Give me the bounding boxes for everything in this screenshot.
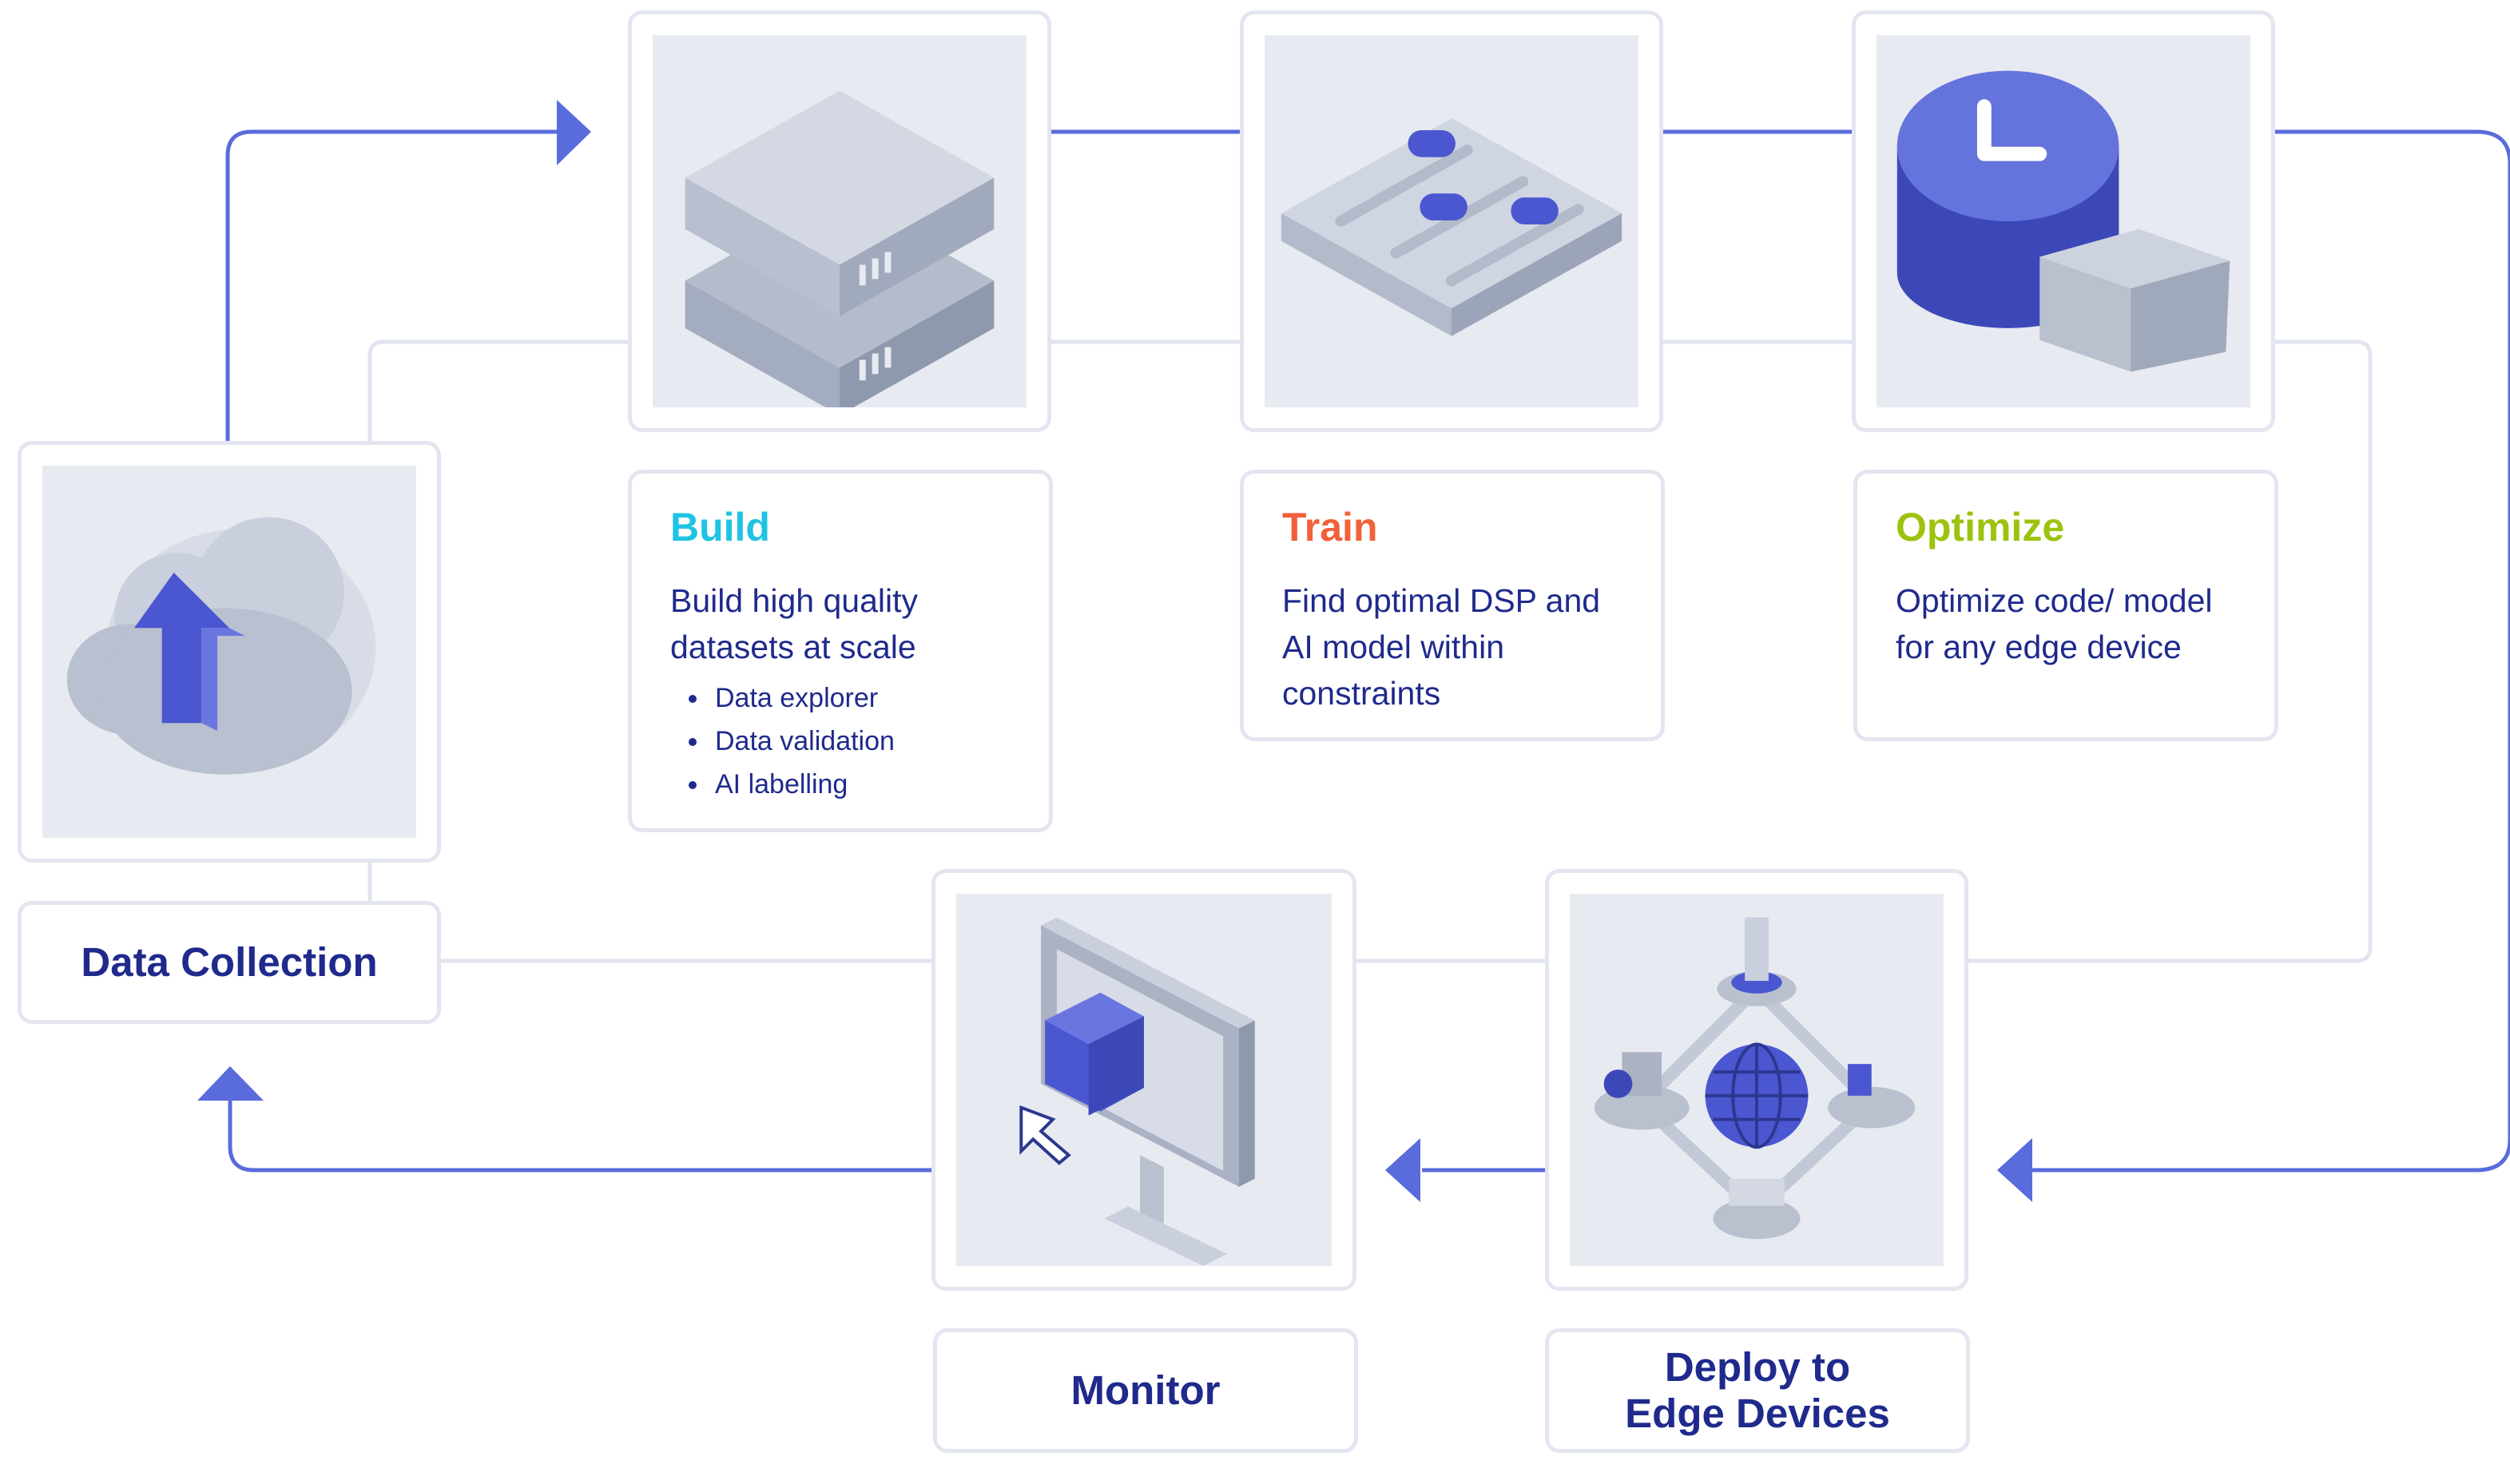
stopwatch-icon bbox=[1896, 70, 2230, 372]
build-description: Build high quality datasets at scale bbox=[670, 582, 918, 665]
build-feature-list: Data explorer Data validation AI labelli… bbox=[670, 677, 1011, 806]
data-collection-label: Data Collection bbox=[18, 901, 441, 1024]
build-description-card: Build Build high quality datasets at sca… bbox=[628, 470, 1053, 832]
monitor-label: Monitor bbox=[933, 1328, 1358, 1453]
monitor-cube-icon bbox=[1019, 917, 1255, 1266]
monitor-art bbox=[956, 894, 1332, 1266]
train-description-card: Train Find optimal DSP and AI model with… bbox=[1240, 470, 1665, 741]
train-illustration-card bbox=[1240, 10, 1663, 432]
build-art bbox=[653, 35, 1027, 407]
train-title: Train bbox=[1282, 505, 1378, 550]
data-collection-art bbox=[42, 466, 416, 838]
train-description: Find optimal DSP and AI model within con… bbox=[1282, 582, 1601, 712]
deploy-illustration-card bbox=[1545, 869, 1968, 1291]
arrow-left-to-deploy bbox=[1997, 1138, 2032, 1202]
build-feature-item: Data validation bbox=[710, 720, 1011, 763]
optimize-description: Optimize code/ model for any edge device bbox=[1896, 582, 2213, 665]
optimize-illustration-card bbox=[1852, 10, 2275, 432]
arrow-up-to-data-collection bbox=[197, 1066, 264, 1101]
sliders-panel-icon bbox=[1281, 118, 1622, 336]
arrow-left-to-monitor bbox=[1385, 1138, 1420, 1202]
build-illustration-card bbox=[628, 10, 1051, 432]
build-title: Build bbox=[670, 505, 770, 550]
optimize-art bbox=[1877, 35, 2250, 407]
monitor-illustration-card bbox=[931, 869, 1356, 1291]
train-art bbox=[1265, 35, 1638, 407]
deploy-label: Deploy to Edge Devices bbox=[1545, 1328, 1970, 1453]
server-stack-icon bbox=[685, 90, 995, 407]
cloud-upload-icon bbox=[66, 517, 376, 775]
build-feature-item: Data explorer bbox=[710, 677, 1011, 720]
outer-flow-lines bbox=[225, 129, 2510, 1173]
optimize-title: Optimize bbox=[1896, 505, 2065, 550]
build-feature-item: AI labelling bbox=[710, 763, 1011, 806]
edge-network-icon bbox=[1594, 917, 1916, 1240]
arrow-right-to-build bbox=[557, 100, 591, 165]
deploy-art bbox=[1570, 894, 1944, 1266]
data-collection-illustration-card bbox=[18, 441, 441, 863]
optimize-description-card: Optimize Optimize code/ model for any ed… bbox=[1853, 470, 2278, 741]
flow-arrowheads bbox=[197, 100, 2032, 1202]
